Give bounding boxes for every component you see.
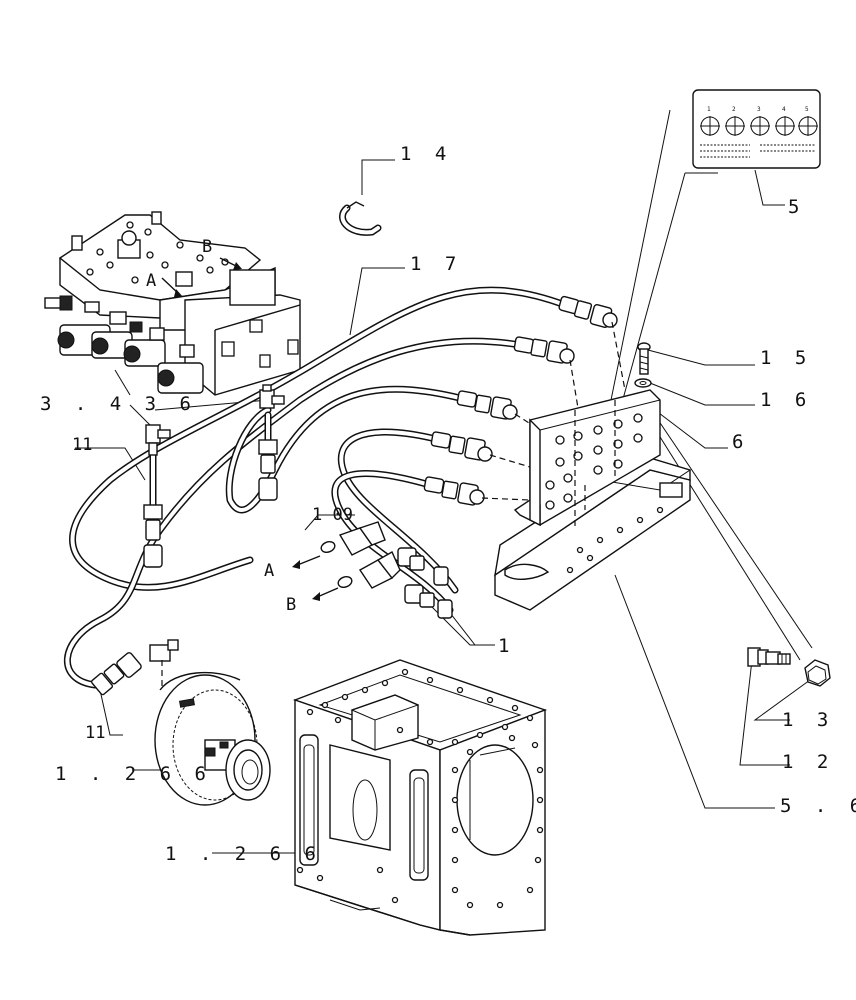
adapter-and-cap [747,647,831,687]
callout-b: B [286,595,296,615]
decal-number-2: 2 [732,106,736,113]
hose-bracket [494,389,692,611]
callout-1-266-housing: 1 . 2 6 6 [165,843,322,865]
callout-3-436: 3 . 4 3 6 [40,393,197,415]
valve-port-b-label: B [202,237,212,257]
control-valve-block: B A [44,211,301,396]
part-callout-labels: 1 4 1 7 5 1 5 1 6 6 3 . 4 3 6 11 1 09 A … [40,143,856,865]
tee-fitting-right [258,384,285,501]
callout-6: 6 [732,431,749,453]
decal-fine-print [700,144,815,158]
callout-11-bottom: 11 [85,723,105,743]
bottom-hose-fitting [90,639,179,696]
decal-number-3: 3 [757,106,761,113]
callout-1: 1 [498,635,515,657]
callout-14: 1 4 [400,143,452,165]
callout-109: 1 09 [312,505,353,525]
decal-number-5: 5 [805,106,809,113]
gear-housing [154,671,271,806]
callout-5: 5 [788,196,805,218]
callout-17: 1 7 [410,253,462,275]
transmission-housing [292,659,548,936]
callout-13: 1 3 [782,709,834,731]
housing-bolt-holes [296,668,544,909]
callout-16: 1 6 [760,389,812,411]
callout-15: 1 5 [760,347,812,369]
decal-circles [700,116,818,136]
callout-5-64: 5 . 6 4 [780,795,856,817]
valve-port-a-label: A [146,271,156,291]
callout-a: A [264,561,274,581]
hose-assembly [64,286,626,689]
leader-lines [75,109,813,854]
bracket-holes [545,413,643,510]
tee-fitting-left [143,424,171,568]
callout-1-266-gear: 1 . 2 6 6 [55,763,212,785]
callout-11-top: 11 [72,435,92,455]
callout-12: 1 2 [782,751,834,773]
elbow-fittings [292,521,453,619]
screw-and-washer [634,342,652,388]
decal-number-4: 4 [782,106,786,113]
hose-end-fittings [423,295,618,506]
decal-plate: 1 2 3 4 5 [692,89,821,169]
hose-clip [339,201,382,236]
decal-number-1: 1 [707,106,711,113]
